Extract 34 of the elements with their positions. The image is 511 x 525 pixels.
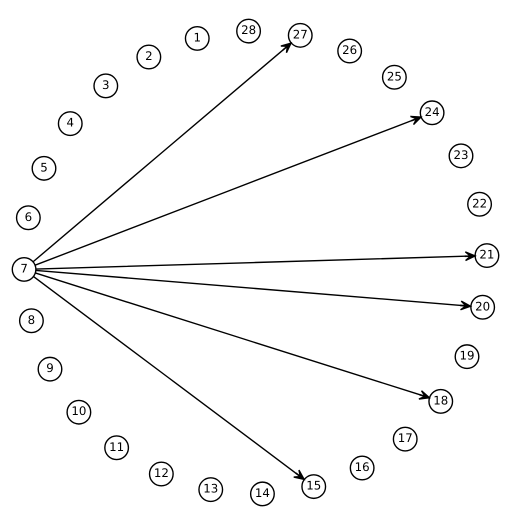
node-circle: 10 (66, 400, 92, 425)
node-circle: 24 (420, 100, 445, 126)
node-circle: 17 (392, 426, 418, 452)
node-circle: 3 (93, 73, 118, 98)
node-circle: 15 (301, 474, 326, 500)
node-circle: 26 (337, 38, 362, 64)
node-circle: 7 (12, 256, 37, 282)
node-circle: 23 (448, 143, 474, 168)
node-circle: 4 (58, 111, 83, 136)
node-circle: 22 (467, 192, 492, 217)
node-circle: 12 (148, 462, 174, 486)
node-circle: 21 (474, 243, 500, 268)
node-circle: 16 (350, 456, 375, 480)
node-circle: 14 (250, 481, 275, 506)
node-circle: 13 (198, 477, 224, 502)
arrow (36, 270, 472, 310)
node-circle: 2 (136, 44, 162, 70)
node-circle: 8 (18, 308, 44, 334)
arrow (32, 42, 292, 262)
node-circle: 9 (38, 356, 62, 382)
node-circle: 1 (184, 26, 210, 51)
node-circle: 27 (288, 22, 313, 48)
node-circle: 20 (470, 294, 496, 320)
node-circle: 19 (454, 344, 480, 370)
arrow (35, 116, 422, 266)
node-circle: 28 (236, 18, 262, 44)
node-circle: 6 (16, 205, 41, 230)
node-circle: 18 (428, 388, 454, 414)
node-circle: 5 (32, 156, 56, 181)
arrow (33, 276, 305, 480)
arrow (35, 272, 430, 400)
arrow (36, 251, 476, 270)
node-circle: 25 (382, 64, 407, 90)
node-circle: 11 (104, 435, 130, 460)
